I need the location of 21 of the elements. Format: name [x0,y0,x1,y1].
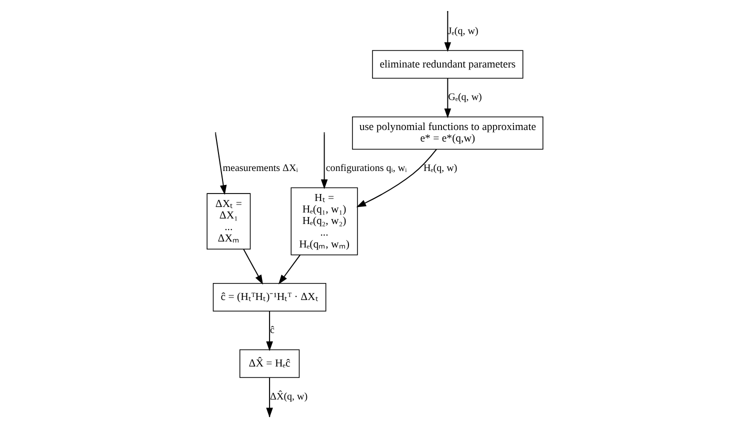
edge-label: ĉ [270,325,274,336]
edge-label: Hₑ(q, w) [423,163,458,174]
edge-label: Gₑ(q, w) [448,92,482,104]
arrow [243,248,264,285]
node-box: ΔX̂ = Hₑĉ [239,349,300,378]
arrow [215,133,227,195]
node-box: ΔXₜ = ΔX₁ ... ΔXₘ [206,193,251,250]
edge-label: configurations qᵢ, wᵢ [326,163,407,174]
arrow [356,148,437,208]
arrow [444,12,452,52]
node-box: use polynomial functions to approximate e* = e*(q,w) [352,116,544,150]
edge-label: measurements ΔXᵢ [222,163,298,174]
arrow [320,133,328,190]
arrow [278,254,301,284]
arrow [444,78,452,118]
node-box: eliminate redundant parameters [372,50,524,79]
edge-label: Jₑ(q, w) [448,26,478,37]
node-box: Hₜ = Hₑ(q₁, w₁) Hₑ(q₂, w₂) ... Hₑ(qₘ, wₘ) [290,187,358,256]
edge-label: ΔX̂(q, w) [270,391,308,402]
arrow [266,310,273,352]
node-box: ĉ = (HₜᵀHₜ)⁻¹Hₜᵀ · ΔXₜ [212,283,326,312]
